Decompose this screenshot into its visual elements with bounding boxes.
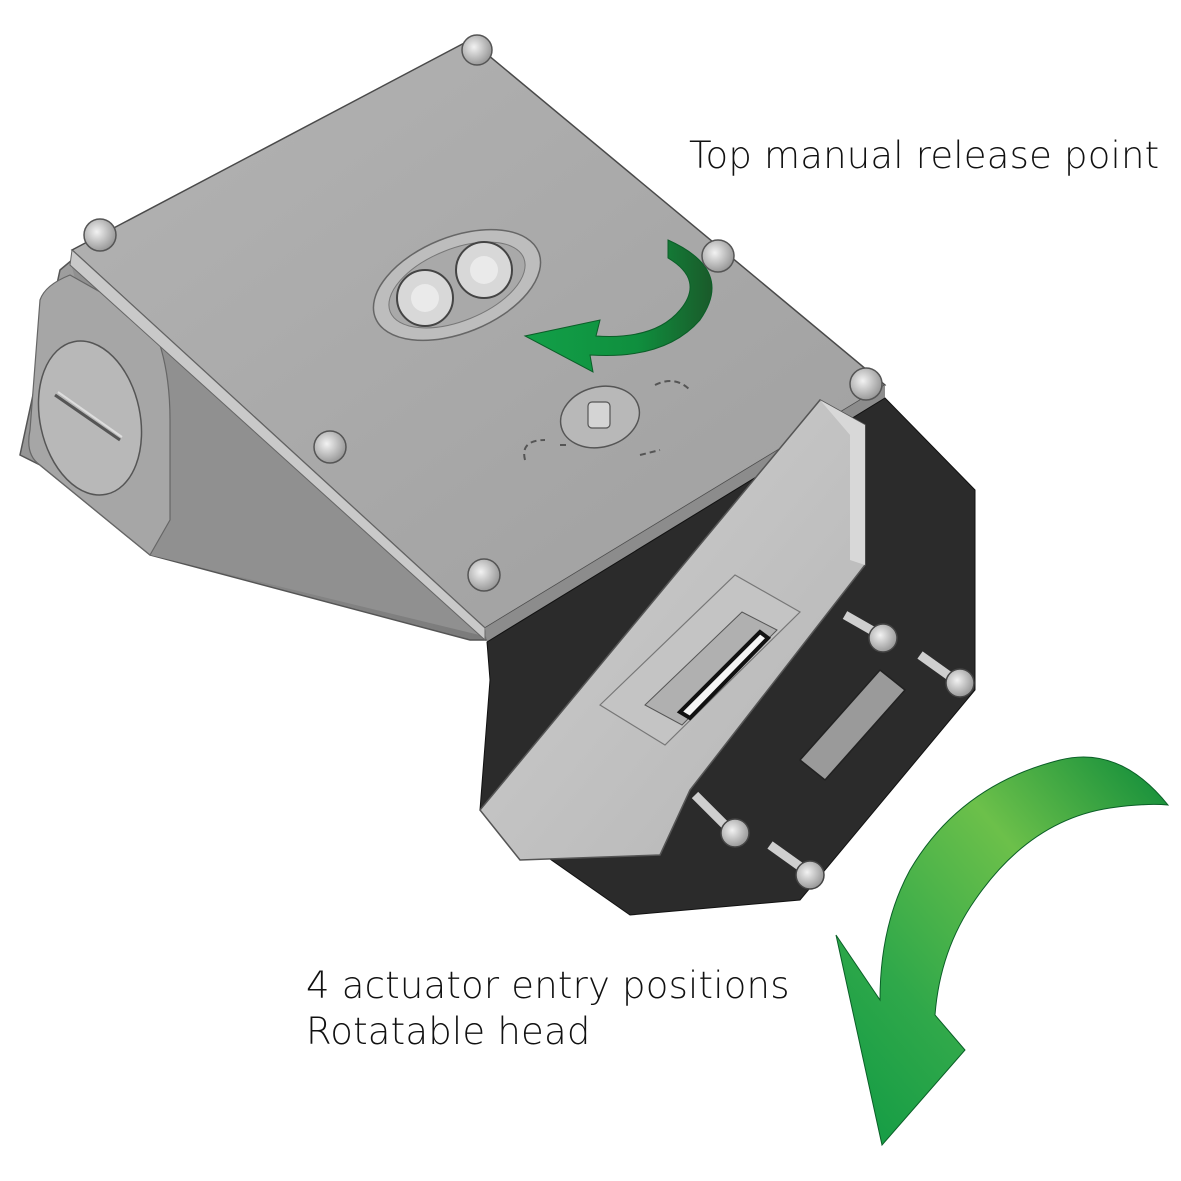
end-cap	[28, 274, 171, 556]
actuator-head	[479, 399, 907, 861]
top-release-callout: Top manual release point	[689, 133, 1159, 179]
actuator-entry-label: 4 actuator entry positions	[306, 964, 790, 1007]
led-window	[372, 228, 542, 342]
head-screws	[691, 611, 975, 890]
lid-screws	[83, 34, 883, 592]
curved-arrow-counterclockwise-icon	[523, 239, 713, 373]
rotatable-head-label: Rotatable head	[306, 1010, 591, 1053]
top-release-label: Top manual release point	[689, 134, 1160, 177]
curved-arrow-down-left-icon	[835, 756, 1170, 1147]
head-callout: 4 actuator entry positions Rotatable hea…	[306, 963, 790, 1055]
manual-release-point	[523, 380, 691, 461]
